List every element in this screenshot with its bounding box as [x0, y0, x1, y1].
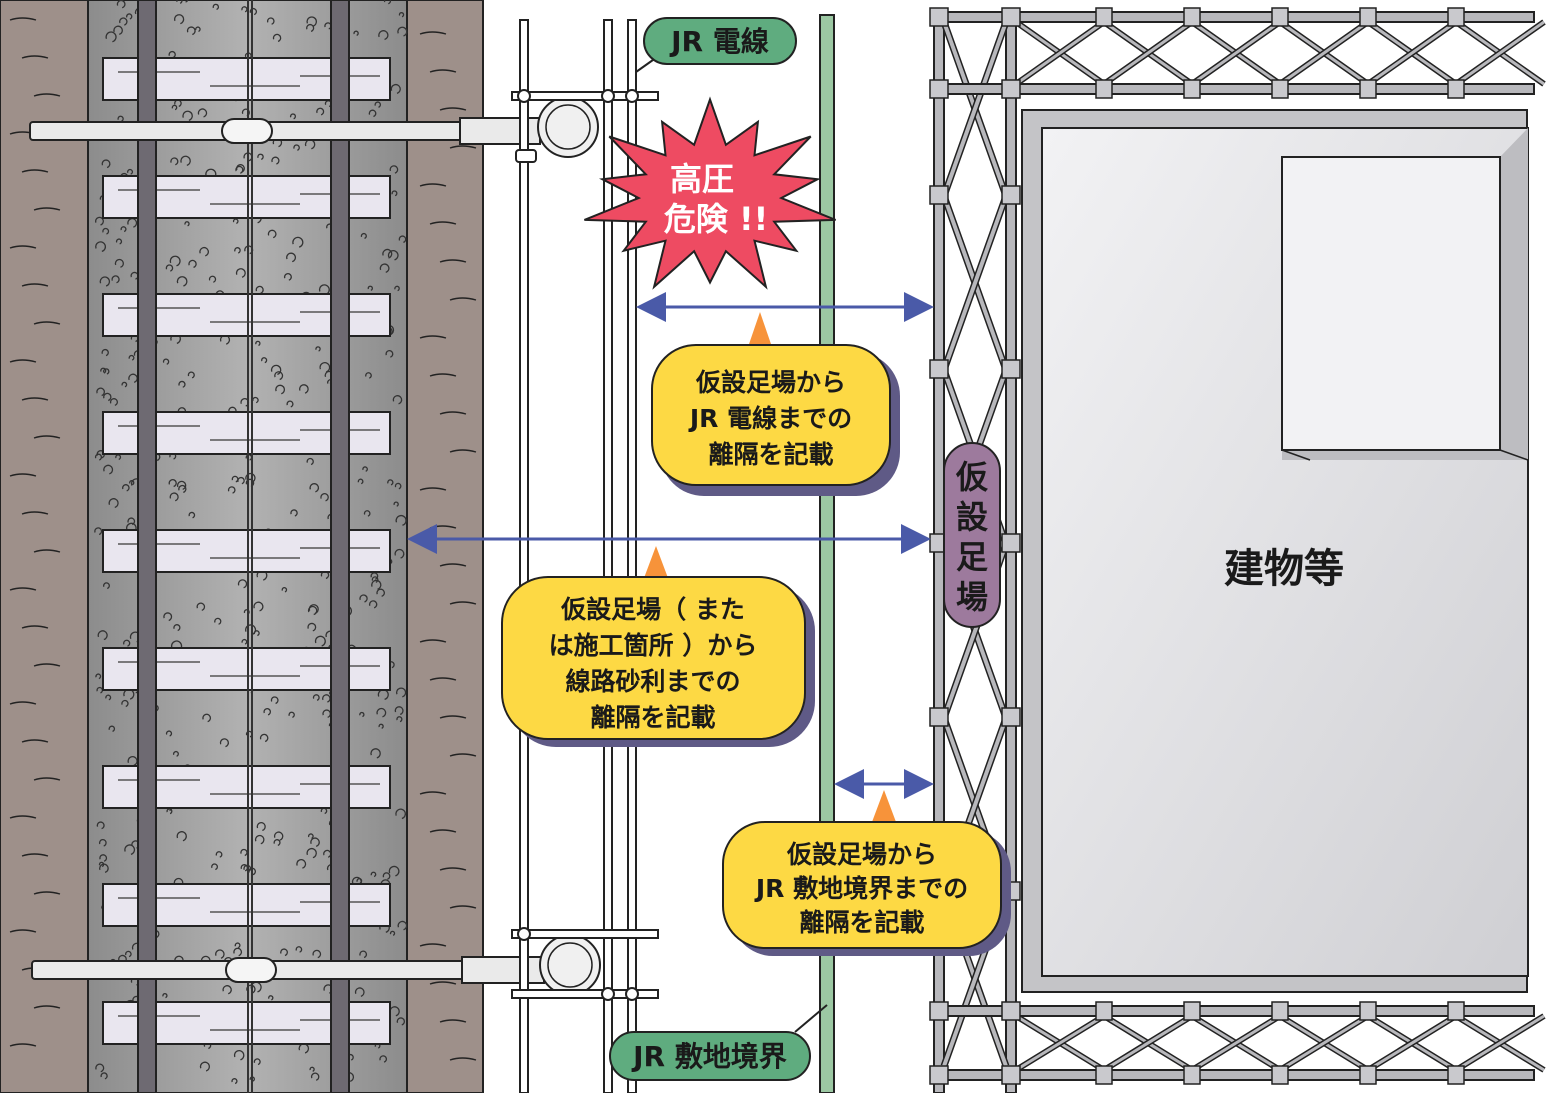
- callout-wire-line1: 仮設足場から: [695, 368, 846, 397]
- pointer-triangle: [872, 790, 896, 822]
- jr-wire-tag: JR 電線: [643, 17, 797, 65]
- scaffold-char-1: 仮: [955, 458, 989, 496]
- pointer-triangle: [748, 312, 772, 347]
- catenary-beam-bottom: [31, 934, 601, 996]
- callout-ballast-line4: 離隔を記載: [590, 703, 715, 732]
- callout-ballast-line1: 仮設足場（ また: [560, 595, 745, 624]
- jr-wire-label: JR 電線: [669, 25, 769, 58]
- callout-boundary-line1: 仮設足場から: [786, 840, 937, 869]
- jr-boundary-label: JR 敷地境界: [631, 1040, 787, 1073]
- callout-boundary-line3: 離隔を記載: [799, 908, 924, 937]
- callout-ballast-line3: 線路砂利までの: [565, 667, 740, 696]
- jr-boundary-tag: JR 敷地境界: [609, 1031, 811, 1081]
- catenary-beam-top: [29, 96, 599, 158]
- scaffold-label: 仮 設 足 場: [943, 442, 1001, 628]
- callout-boundary-line2: JR 敷地境界までの: [754, 874, 968, 903]
- building: [1021, 109, 1529, 993]
- overhead-wires: [511, 19, 661, 1093]
- scaffold-char-3: 足: [956, 538, 988, 576]
- callout-ballast-distance: 仮設足場（ また は施工箇所 ）から 線路砂利までの 離隔を記載: [501, 546, 815, 747]
- callout-boundary-distance: 仮設足場から JR 敷地境界までの 離隔を記載: [722, 790, 1011, 956]
- scaffold-char-2: 設: [956, 498, 988, 536]
- danger-burst: 高圧 危険 !!: [584, 96, 836, 290]
- ground-left: [0, 0, 91, 1093]
- ground-texture: [9, 17, 477, 1061]
- rail-left: [137, 0, 157, 1093]
- railway-track: [0, 0, 484, 1093]
- danger-text-line2: 危険 !!: [664, 200, 768, 238]
- callout-wire-line3: 離隔を記載: [708, 440, 833, 469]
- building-label: 建物等: [1224, 546, 1344, 592]
- pointer-triangle: [644, 546, 668, 578]
- callout-wire-distance: 仮設足場から JR 電線までの 離隔を記載: [651, 312, 900, 496]
- callout-wire-line2: JR 電線までの: [688, 404, 852, 433]
- scaffold-char-4: 場: [956, 578, 988, 616]
- rail-right: [330, 0, 350, 1093]
- danger-text-line1: 高圧: [670, 160, 734, 198]
- ground-right: [404, 0, 484, 1093]
- callout-ballast-line2: は施工箇所 ）から: [549, 631, 758, 660]
